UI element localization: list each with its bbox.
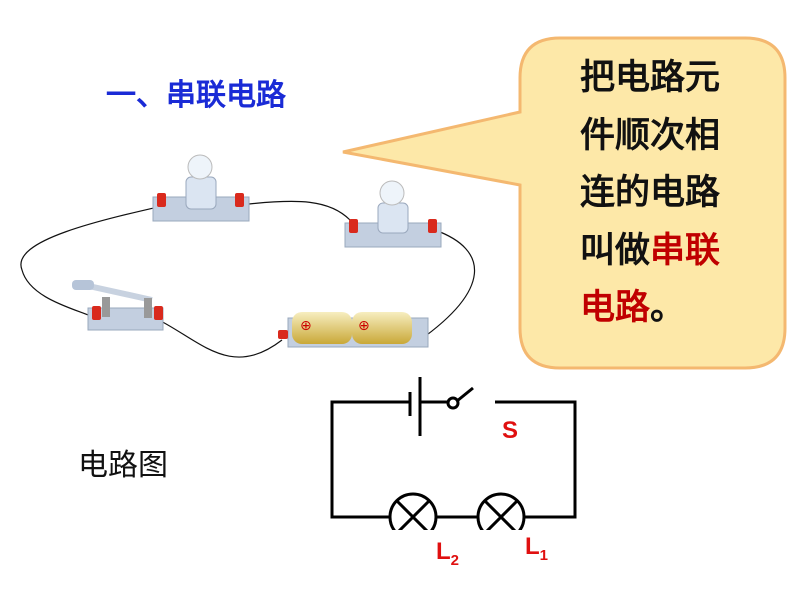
text: 。 (650, 288, 686, 328)
callout-text: 把电路元 件顺次相 连的电路 叫做串联 电路。 (580, 50, 720, 338)
lamp-l1-icon (476, 492, 526, 530)
highlight: 电路 (580, 288, 651, 328)
battery-plus-icon: ⊕ (300, 318, 312, 334)
lamp-l2-label: L2 (436, 538, 459, 569)
diagram-label: 电路图 (78, 448, 168, 483)
subscript: 1 (539, 546, 549, 564)
callout-line: 件顺次相 (580, 115, 721, 156)
battery-plus-icon: ⊕ (358, 318, 370, 334)
text: 叫做 (580, 230, 651, 271)
lamp-l1-label: L1 (525, 533, 548, 564)
circuit-schematic (330, 377, 577, 530)
callout-line: 连的电路 (580, 173, 721, 213)
callout-line: 叫做串联 (580, 223, 720, 281)
bulb-2 (344, 180, 442, 248)
switch-label: S (502, 417, 519, 444)
switch (72, 280, 164, 331)
subscript: 2 (450, 551, 460, 569)
slide-title: 一、串联电路 (106, 78, 286, 113)
letter: L (436, 538, 451, 565)
letter: L (525, 533, 540, 560)
switch-blade (456, 386, 474, 403)
highlight: 串联 (650, 230, 721, 271)
switch-pivot (446, 396, 460, 410)
callout-line: 电路。 (580, 280, 720, 338)
circuit-photo (20, 154, 475, 358)
bulb-1 (152, 154, 250, 222)
callout-line: 把电路元 (580, 58, 721, 98)
battery (278, 312, 429, 348)
lamp-l2-icon (388, 492, 438, 530)
